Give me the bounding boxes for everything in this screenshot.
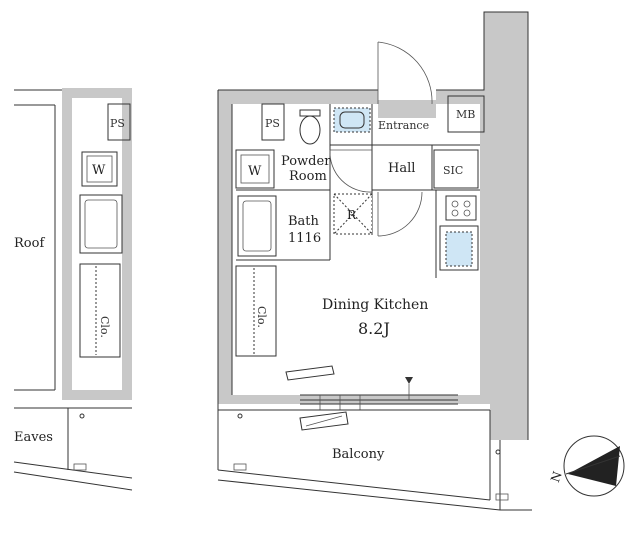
bath-label-2: 1116 [288, 231, 321, 246]
mb-label: MB [456, 108, 475, 121]
roof-label: Roof [14, 236, 45, 251]
ps-label: PS [265, 117, 280, 130]
neighbor-ps-label: PS [110, 117, 125, 130]
hall-label: Hall [388, 161, 415, 176]
main-unit: PS MB W Powder Room Bath 1116 R Entrance [217, 11, 532, 511]
bath-label-1: Bath [288, 214, 320, 229]
dining-kitchen-size: 8.2J [358, 319, 390, 338]
neighbor-w-label: W [92, 163, 106, 178]
balcony-label: Balcony [332, 447, 385, 462]
neighbor-unit: PS W Clo. Roof Eaves [13, 88, 133, 491]
dining-kitchen-label: Dining Kitchen [322, 297, 428, 313]
neighbor-closet-label: Clo. [98, 316, 111, 338]
eaves-label: Eaves [14, 430, 53, 445]
closet-label: Clo. [255, 306, 268, 328]
north-label: N [548, 469, 565, 484]
entrance-label: Entrance [378, 119, 429, 132]
sic-label: SIC [443, 164, 463, 177]
washer-label: W [248, 164, 262, 179]
powder-room-label-1: Powder [281, 154, 331, 169]
refrigerator-label: R [347, 208, 357, 222]
powder-room-label-2: Room [289, 169, 327, 184]
compass-icon: N [548, 435, 625, 497]
